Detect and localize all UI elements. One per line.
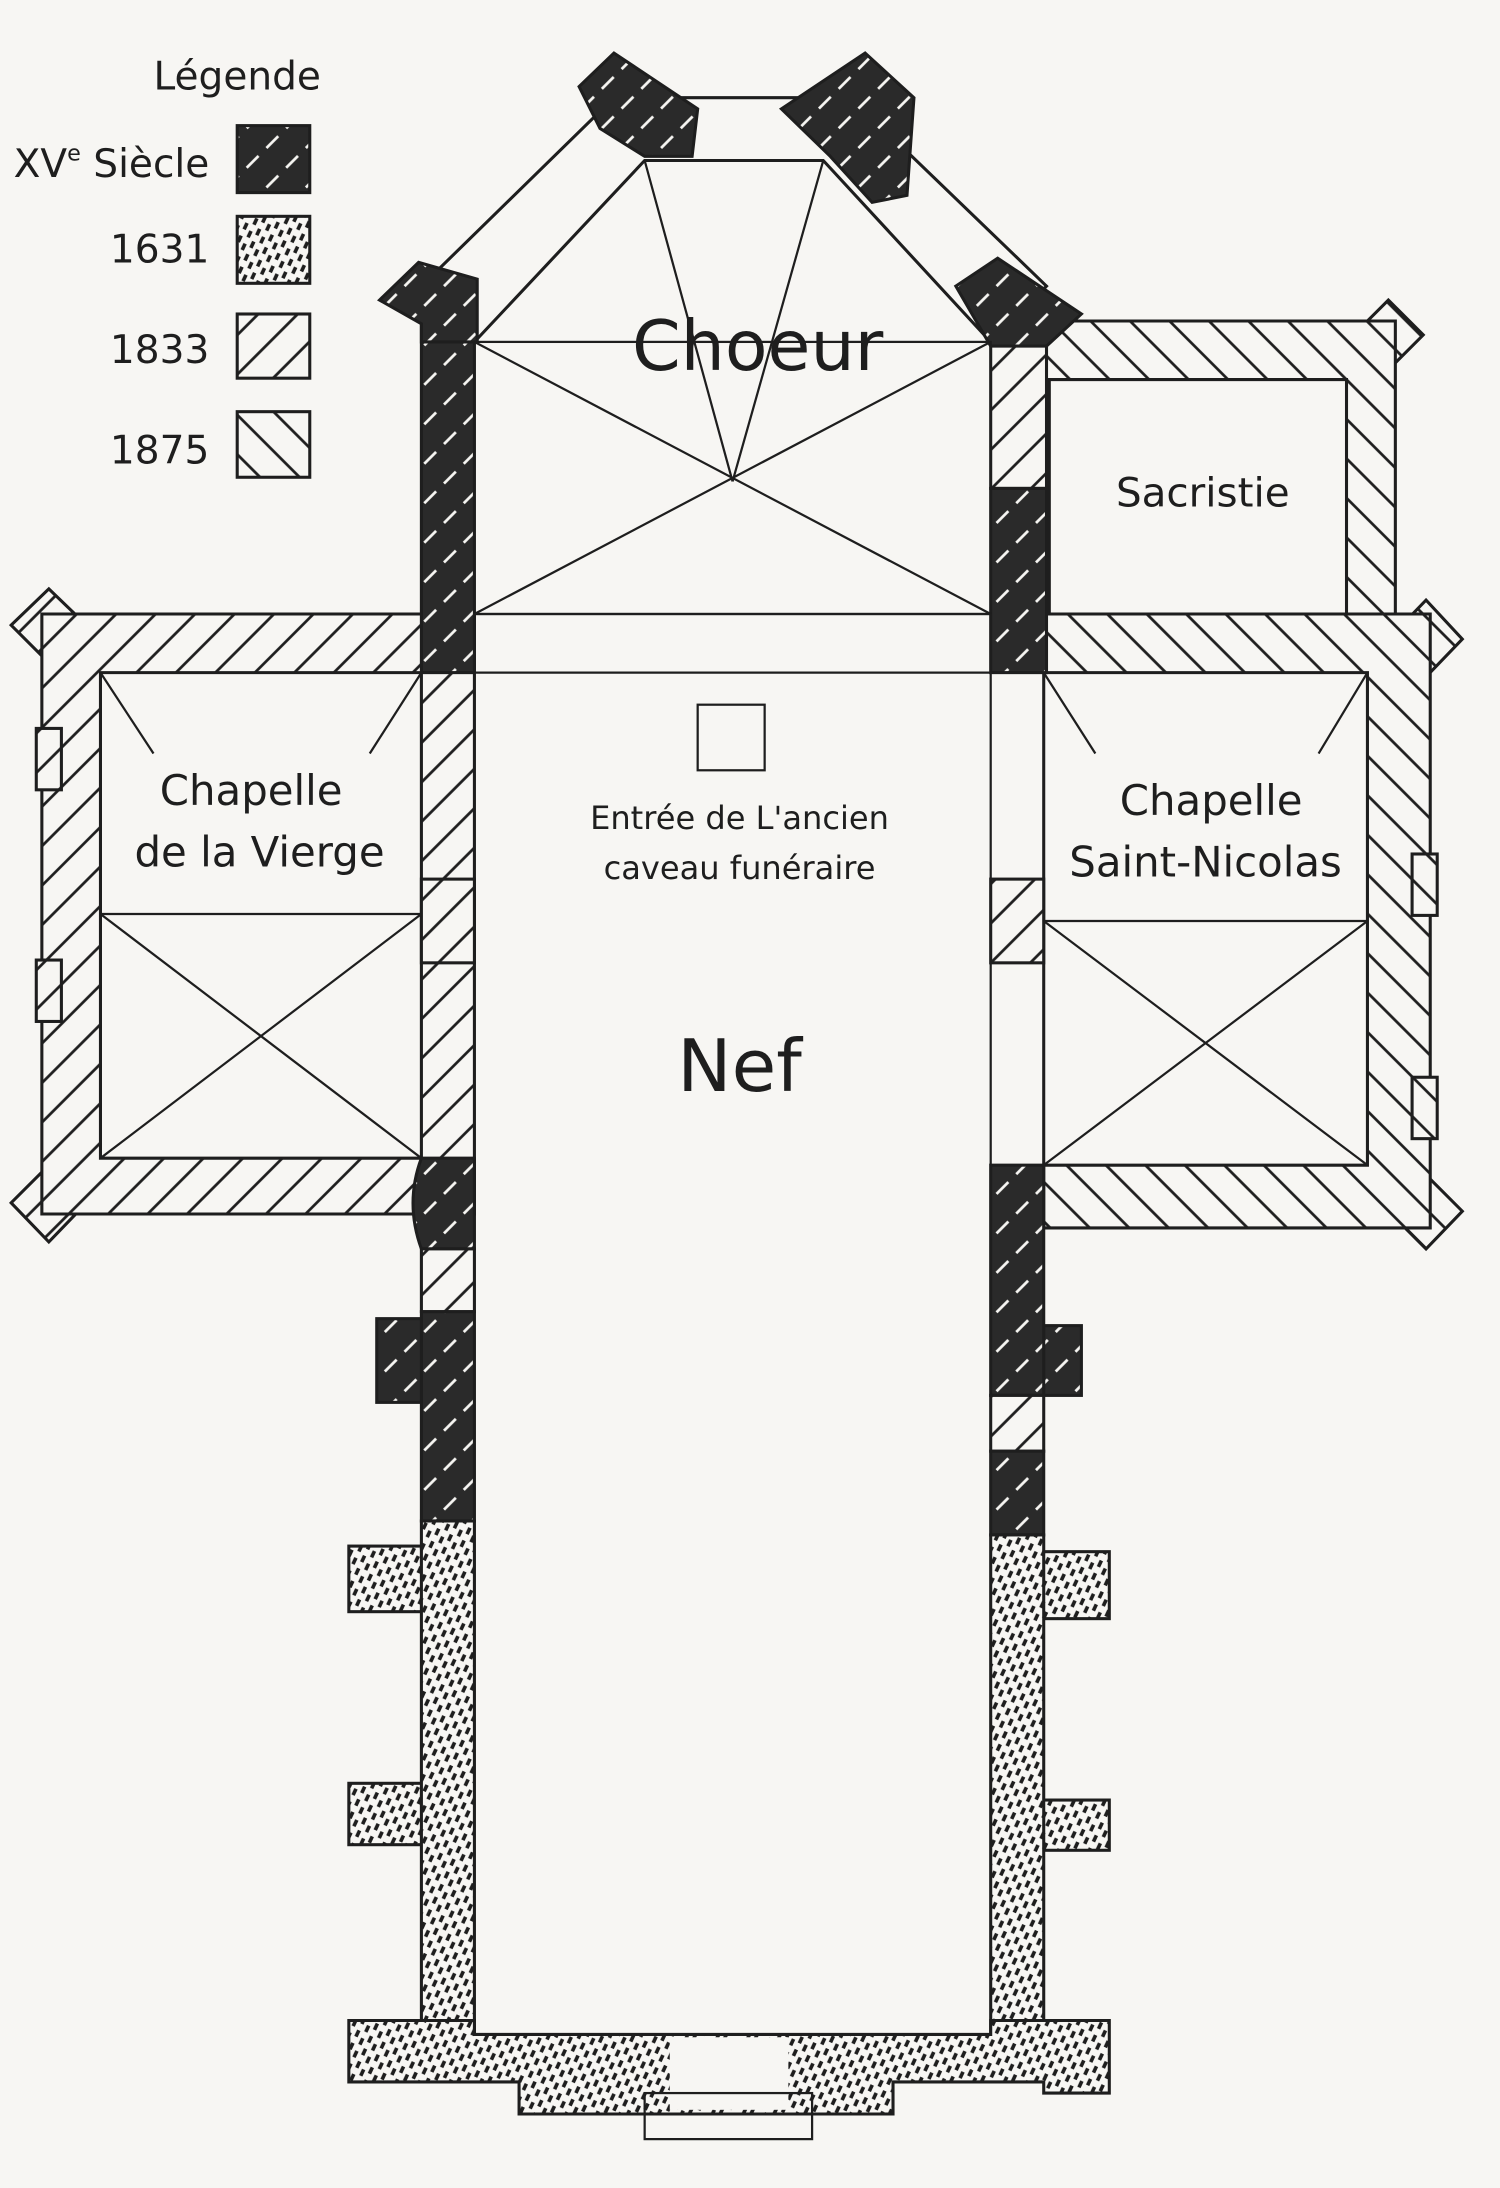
buttress bbox=[34, 958, 63, 1023]
sacristie-wall bbox=[1042, 319, 1397, 616]
buttress bbox=[1410, 1075, 1439, 1141]
label-nicolas-2: Saint-Nicolas bbox=[1069, 837, 1342, 886]
buttress bbox=[375, 1317, 426, 1404]
legend-label-xv: XVe Siècle bbox=[14, 141, 210, 188]
buttress bbox=[34, 726, 63, 792]
legend: Légende XVe Siècle 1631 1833 1875 bbox=[14, 54, 321, 479]
legend-swatch-1875 bbox=[235, 410, 312, 479]
vault-line bbox=[731, 160, 825, 482]
nef-walls bbox=[347, 671, 1111, 2141]
chapelle-vierge-walls bbox=[8, 586, 476, 1245]
vault-line bbox=[643, 160, 734, 482]
nef-wall-segment bbox=[419, 1247, 476, 1314]
choeur-walls bbox=[376, 51, 1084, 675]
nef-wall-segment bbox=[989, 1163, 1046, 1397]
caveau-entrance-square bbox=[696, 703, 766, 772]
buttress bbox=[347, 1544, 426, 1614]
apse-buttress-left bbox=[577, 51, 700, 158]
label-caveau-1: Entrée de L'ancien bbox=[590, 799, 889, 837]
label-vierge-1: Chapelle bbox=[160, 766, 343, 815]
label-caveau-2: caveau funéraire bbox=[604, 849, 876, 887]
nef-wall-1631-left bbox=[419, 1519, 476, 2039]
legend-swatch-1631 bbox=[235, 214, 312, 285]
nef-wall-segment bbox=[989, 1449, 1046, 1537]
legend-swatch-xv bbox=[235, 124, 312, 195]
label-nef: Nef bbox=[677, 1025, 803, 1109]
vault-line bbox=[1317, 672, 1369, 755]
choeur-wall-right-1833 bbox=[989, 340, 1049, 490]
nef-wall-segment bbox=[411, 1156, 476, 1251]
label-vierge-2: de la Vierge bbox=[134, 828, 384, 877]
buttress bbox=[1039, 1324, 1083, 1397]
nef-wall-segment bbox=[419, 877, 476, 965]
vault-line bbox=[99, 913, 423, 1160]
vault-line bbox=[1042, 672, 1097, 755]
buttress bbox=[376, 260, 479, 344]
legend-label-1875: 1875 bbox=[110, 428, 209, 473]
apse-buttress-right bbox=[778, 51, 916, 205]
legend-title: Légende bbox=[153, 54, 320, 99]
legend-swatch-1833 bbox=[235, 312, 312, 380]
entrance-step bbox=[643, 2091, 814, 2141]
buttress bbox=[1039, 1550, 1111, 1621]
nef-wall-segment bbox=[989, 877, 1046, 965]
label-choeur: Choeur bbox=[632, 306, 884, 387]
room-labels: Choeur Sacristie Chapelle de la Vierge C… bbox=[134, 306, 1341, 1109]
legend-label-1833: 1833 bbox=[110, 328, 209, 373]
choeur-wall-right bbox=[989, 486, 1049, 675]
buttress bbox=[953, 256, 1084, 348]
vault-line bbox=[1043, 920, 1369, 1167]
legend-label-xv-sup: e bbox=[67, 141, 81, 167]
legend-label-xv-main: XV bbox=[14, 142, 68, 187]
chapelle-saint-nicolas-walls bbox=[1042, 597, 1465, 1252]
doorway-gap bbox=[669, 2037, 789, 2110]
buttress bbox=[347, 1781, 426, 1847]
label-nicolas-1: Chapelle bbox=[1120, 776, 1303, 825]
label-sacristie: Sacristie bbox=[1116, 469, 1290, 517]
vault-line bbox=[368, 672, 423, 755]
buttress bbox=[1410, 852, 1439, 917]
legend-label-xv-rest: Siècle bbox=[81, 142, 209, 187]
vault-line bbox=[99, 671, 155, 755]
nef-wall-segment bbox=[989, 1393, 1046, 1453]
legend-label-1631: 1631 bbox=[110, 227, 209, 272]
buttress bbox=[1039, 1798, 1111, 1852]
nef-wall-segment bbox=[419, 1310, 476, 1523]
nef-wall-1631-right bbox=[989, 1533, 1046, 2039]
sacristie-walls bbox=[1042, 297, 1426, 616]
